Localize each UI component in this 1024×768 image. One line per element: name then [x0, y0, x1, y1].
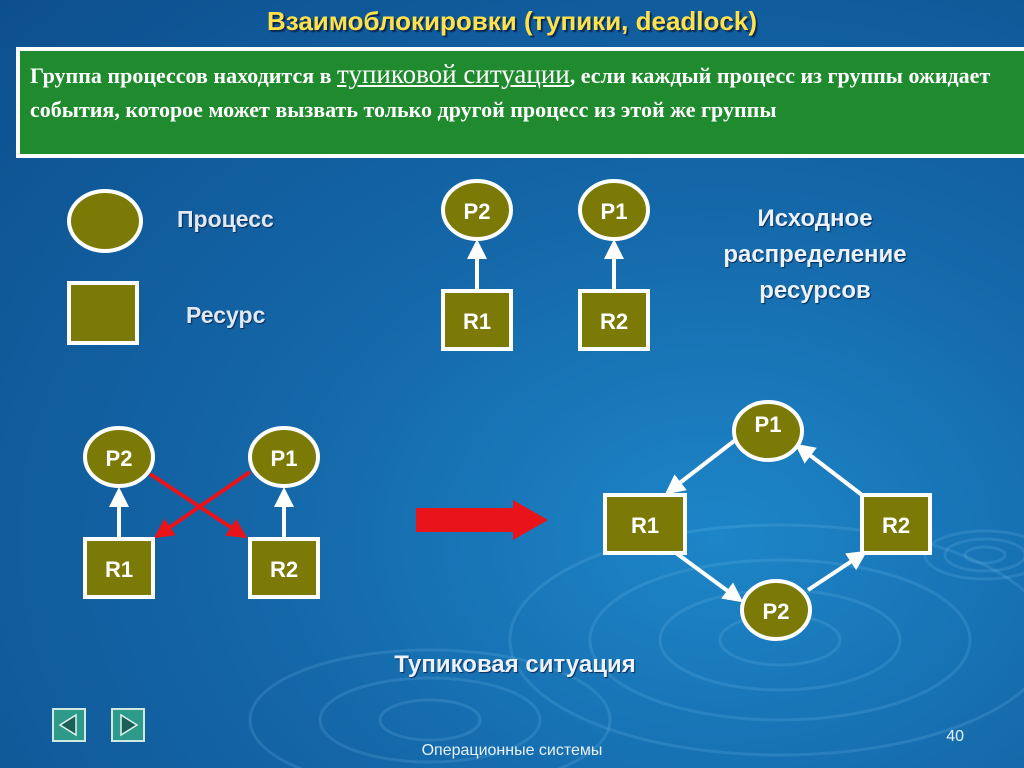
triangle-right-icon	[120, 713, 139, 737]
definition-box: Группа процессов находится в тупиковой с…	[16, 47, 1024, 158]
deadlock-cycle-diagram: P1 R1 R2 P2	[603, 400, 932, 641]
node-p2	[441, 179, 513, 241]
node-r2-label: R2	[270, 557, 298, 582]
edge-p2-r2	[806, 550, 868, 592]
edge-p1-r1	[664, 436, 740, 495]
node-p2-label: P2	[763, 599, 790, 624]
node-p1-label: P1	[601, 199, 628, 224]
node-p1	[248, 426, 320, 488]
definition-text-end: , если каждый процесс из группы ожидает …	[30, 63, 991, 122]
page-number: 40	[946, 728, 964, 745]
node-r1-label: R1	[631, 513, 659, 538]
legend-resource-shape	[67, 281, 139, 345]
node-r1-label: R1	[463, 309, 491, 334]
node-r2	[860, 493, 932, 555]
node-p1	[578, 179, 650, 241]
node-r1	[441, 289, 513, 351]
node-r2	[248, 537, 320, 599]
definition-text-start: Группа процессов находится в	[30, 63, 338, 88]
legend-process-label: Процесс	[177, 206, 274, 232]
initial-allocation-diagram: P2 P1 R1 R2	[441, 179, 650, 351]
node-r1-label: R1	[105, 557, 133, 582]
footer-text: Операционные системы	[421, 742, 603, 759]
initial-allocation-caption: Исходное распределение ресурсов	[723, 205, 907, 304]
node-r2	[578, 289, 650, 351]
node-r2-label: R2	[882, 513, 910, 538]
node-p1-label: P1	[755, 412, 782, 437]
node-r1	[83, 537, 155, 599]
next-slide-button[interactable]	[111, 708, 145, 742]
node-p1	[732, 400, 804, 462]
legend-resource-label: Ресурс	[186, 302, 266, 328]
node-r1	[603, 493, 687, 555]
node-p2	[83, 426, 155, 488]
node-p2-label: P2	[106, 446, 133, 471]
deadlock-caption: Тупиковая ситуация	[394, 651, 636, 678]
edge-r1-p2	[674, 551, 744, 603]
node-p2	[740, 579, 812, 641]
triangle-left-icon	[58, 713, 77, 737]
transition-arrow	[416, 500, 548, 540]
slide-title: Взаимоблокировки (тупики, deadlock)	[266, 6, 757, 36]
node-r2-label: R2	[600, 309, 628, 334]
prev-slide-button[interactable]	[52, 708, 86, 742]
definition-highlight: тупиковой ситуации	[337, 59, 570, 89]
request-diagram: P2 P1 R1 R2	[83, 426, 320, 599]
request-edge-p1-r1	[153, 470, 252, 539]
node-p1-label: P1	[271, 446, 298, 471]
request-edge-p2-r2	[148, 472, 248, 539]
legend-process-shape	[67, 189, 143, 253]
node-p2-label: P2	[464, 199, 491, 224]
edge-r2-p1	[794, 443, 864, 497]
